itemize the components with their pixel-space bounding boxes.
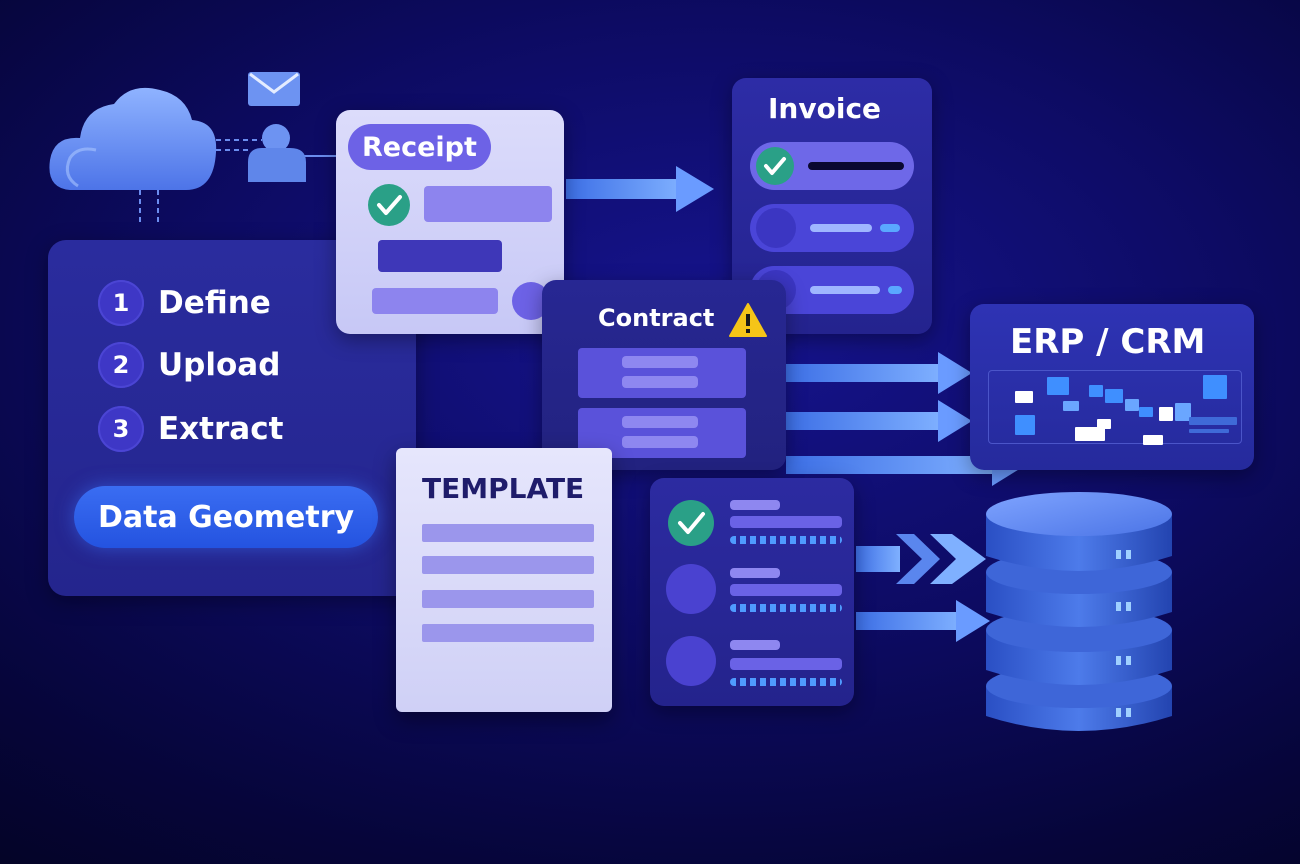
erp-data-grid <box>988 370 1242 445</box>
field-bar <box>730 584 842 596</box>
template-line <box>422 624 594 642</box>
arrow-icon <box>856 534 986 584</box>
mail-icon <box>248 72 300 106</box>
checklist-card <box>650 478 854 706</box>
field-bar <box>424 186 552 222</box>
database-icon <box>986 492 1172 731</box>
status-dot <box>666 636 716 686</box>
field-bar <box>880 224 900 232</box>
invoice-title: Invoice <box>768 92 882 125</box>
step-number: 3 <box>98 406 144 452</box>
check-icon <box>668 500 714 546</box>
arrow-icon <box>566 166 714 212</box>
field-bar <box>730 516 842 528</box>
field-bar <box>730 678 842 686</box>
warning-icon <box>729 303 767 337</box>
field-bar <box>810 224 872 232</box>
cloud-icon <box>49 87 217 190</box>
status-dot <box>666 564 716 614</box>
invoice-row <box>750 142 914 190</box>
template-line <box>422 556 594 574</box>
field-bar <box>810 286 880 294</box>
template-title: TEMPLATE <box>422 472 585 505</box>
check-icon <box>368 184 410 226</box>
erp-crm-card: ERP / CRM <box>970 304 1254 470</box>
user-icon <box>248 124 306 182</box>
contract-field <box>578 348 746 398</box>
contract-title: Contract <box>598 304 715 332</box>
template-line <box>422 590 594 608</box>
receipt-card: Receipt <box>336 110 564 334</box>
arrow-icon <box>786 352 972 394</box>
step-number: 1 <box>98 280 144 326</box>
status-dot <box>756 208 796 248</box>
field-bar <box>730 568 780 578</box>
step-extract: 3 Extract <box>98 406 283 452</box>
erp-crm-title: ERP / CRM <box>1010 322 1206 362</box>
field-bar <box>730 658 842 670</box>
field-bar <box>888 286 902 294</box>
arrow-icon <box>856 600 990 642</box>
template-document: TEMPLATE <box>396 448 612 712</box>
contract-card: Contract <box>542 280 786 470</box>
arrow-icon <box>786 400 972 442</box>
field-bar <box>808 162 904 170</box>
step-label: Extract <box>158 411 284 447</box>
data-geometry-button[interactable]: Data Geometry <box>74 486 379 548</box>
receipt-title: Receipt <box>348 124 491 170</box>
invoice-row <box>750 204 914 252</box>
field-bar <box>378 240 502 272</box>
field-bar <box>730 640 780 650</box>
template-line <box>422 524 594 542</box>
field-bar <box>372 288 498 314</box>
connector-lines <box>139 139 336 226</box>
check-icon <box>756 147 794 185</box>
step-number: 2 <box>98 342 144 388</box>
step-label: Upload <box>158 347 281 383</box>
step-label: Define <box>158 285 271 321</box>
field-bar <box>730 536 842 544</box>
step-define: 1 Define <box>98 280 271 326</box>
step-upload: 2 Upload <box>98 342 280 388</box>
field-bar <box>730 500 780 510</box>
field-bar <box>730 604 842 612</box>
